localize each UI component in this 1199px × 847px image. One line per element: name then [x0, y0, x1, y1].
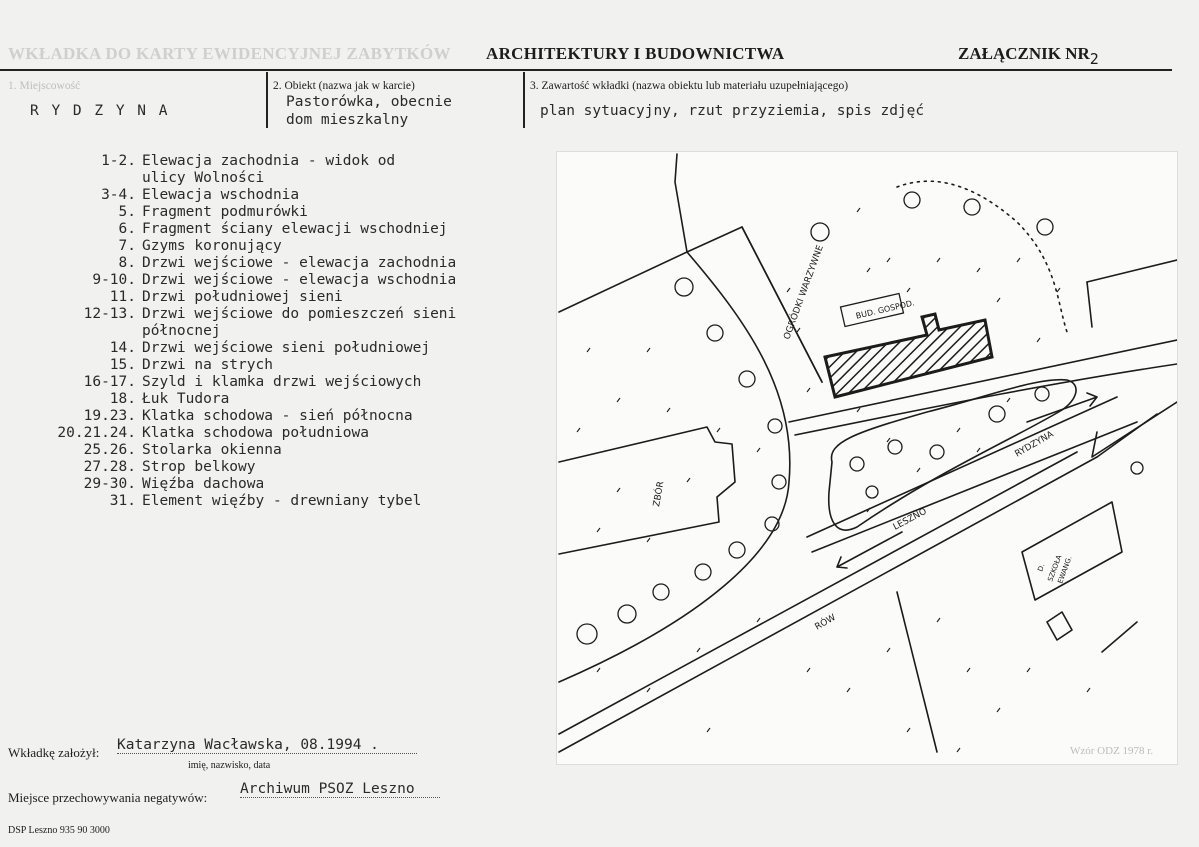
print-info: DSP Leszno 935 90 3000	[8, 825, 110, 836]
plot-boundary-left	[558, 153, 688, 313]
path-curve	[558, 251, 791, 683]
trees	[576, 191, 1144, 645]
church-outline	[558, 426, 736, 555]
photo-number: 14.	[109, 340, 136, 356]
location-label: 1. Miejscowość	[8, 80, 81, 92]
storage-value: Archiwum PSOZ Leszno	[240, 781, 440, 798]
founder-label: Wkładkę założył:	[8, 745, 100, 760]
photo-number: 18.	[109, 391, 136, 407]
lower-right-edge	[1101, 621, 1138, 653]
photo-description: Stolarka okienna	[142, 442, 282, 458]
label-school-1: D.	[1036, 563, 1046, 573]
main-road-edge-1	[558, 451, 1078, 735]
plot-top-right-side	[1086, 281, 1093, 328]
photo-description: Łuk Tudora	[142, 391, 230, 407]
photo-description: Szyld i klamka drzwi wejściowych	[142, 374, 422, 390]
green-island	[827, 378, 1077, 531]
road-upper-edge	[788, 339, 1177, 423]
label-ditch: RÓW	[813, 611, 838, 633]
photo-description: północnej	[142, 323, 221, 339]
photo-description: Strop belkowy	[142, 459, 256, 475]
photo-description: Drzwi na strych	[142, 357, 273, 373]
photo-number: 25.26.	[83, 442, 136, 458]
photo-description: Więźba dachowa	[142, 476, 265, 492]
photo-number: 20.21.24.	[57, 425, 136, 441]
annex-label: ZAŁĄCZNIK NR2	[958, 44, 1099, 68]
photo-number: 16-17.	[83, 374, 136, 390]
photo-description: Drzwi wejściowe - elewacja zachodnia	[142, 255, 457, 271]
photo-description: Drzwi wejściowe sieni południowej	[142, 340, 431, 356]
plot-top-right	[1086, 259, 1177, 283]
photo-number: 8.	[118, 255, 136, 271]
contents-label: 3. Zawartość wkładki (nazwa obiektu lub …	[530, 80, 849, 92]
photo-description: Drzwi wejściowe do pomieszczeń sieni	[142, 306, 457, 322]
object-label: 2. Obiekt (nazwa jak w karcie)	[273, 80, 415, 92]
road-edge-4	[811, 421, 1138, 553]
photo-number: 3-4.	[101, 187, 136, 203]
school-outline	[1021, 501, 1123, 601]
founder-value: Katarzyna Wacławska, 08.1994 .	[117, 737, 417, 754]
garden-edge	[741, 226, 823, 383]
photo-number: 31.	[109, 493, 136, 509]
location-value: R Y D Z Y N A	[30, 103, 170, 119]
photo-description: Drzwi południowej sieni	[142, 289, 343, 305]
storage-label: Miejsce przechowywania negatywów:	[8, 790, 208, 805]
photo-description: ulicy Wolności	[142, 170, 265, 186]
model-info: Wzór ODZ 1978 r.	[1070, 745, 1154, 757]
photo-number: 1-2.	[101, 153, 136, 169]
contents-value: plan sytuacyjny, rzut przyziemia, spis z…	[540, 103, 925, 119]
tree-line-top	[896, 180, 1068, 333]
form-title-faint: WKŁADKA DO KARTY EWIDENCYJNEJ ZABYTKÓW	[8, 44, 451, 63]
header-rule	[0, 69, 1172, 71]
farm-building-box	[839, 292, 905, 328]
photo-description: Drzwi wejściowe - elewacja wschodnia	[142, 272, 457, 288]
photo-description: Klatka schodowa - sień północna	[142, 408, 413, 424]
form-title: ARCHITEKTURY I BUDOWNICTWA	[486, 44, 785, 63]
photo-description: Fragment podmurówki	[142, 204, 308, 220]
arrow-rydzyna	[1026, 392, 1098, 423]
plot-lower-divider	[896, 591, 938, 753]
object-value-line2: dom mieszkalny	[286, 112, 409, 128]
photo-number: 9-10.	[92, 272, 136, 288]
form-header: WKŁADKA DO KARTY EWIDENCYJNEJ ZABYTKÓW A…	[8, 44, 784, 64]
site-plan: BUD. GOSPOD. OGRÓDKI WARZYWNE ZBÓR RYDZY…	[556, 151, 1178, 765]
photo-number: 29-30.	[83, 476, 136, 492]
road-edge-3	[806, 396, 1118, 538]
small-structure	[1046, 611, 1073, 641]
photo-number: 7.	[118, 238, 136, 254]
photo-description: Gzyms koronujący	[142, 238, 282, 254]
photo-number: 19.23.	[83, 408, 136, 424]
grass-marks	[576, 207, 1091, 753]
annex-number: 2	[1089, 50, 1099, 68]
founder-caption: imię, nazwisko, data	[188, 760, 271, 771]
arrow-leszno	[836, 531, 903, 569]
junction	[1091, 401, 1177, 458]
photo-number: 11.	[109, 289, 136, 305]
photo-description: Elewacja zachodnia - widok od	[142, 153, 396, 169]
road-upper-edge-2	[794, 363, 1177, 436]
main-road-edge-2	[558, 456, 1098, 753]
photo-number: 27.28.	[83, 459, 136, 475]
photo-number: 15.	[109, 357, 136, 373]
photo-description: Elewacja wschodnia	[142, 187, 300, 203]
parsonage-building	[823, 312, 994, 399]
field-divider-1	[266, 72, 268, 128]
photo-number: 5.	[118, 204, 136, 220]
photo-description: Element więźby - drewniany tybel	[142, 493, 422, 509]
label-church: ZBÓR	[650, 480, 666, 507]
object-value-line1: Pastorówka, obecnie	[286, 94, 452, 110]
label-leszno: LESZNO	[892, 507, 929, 533]
photo-description: Klatka schodowa południowa	[142, 425, 369, 441]
photo-number: 6.	[118, 221, 136, 237]
photo-number: 12-13.	[83, 306, 136, 322]
photo-description: Fragment ściany elewacji wschodniej	[142, 221, 448, 237]
field-divider-2	[523, 72, 525, 128]
